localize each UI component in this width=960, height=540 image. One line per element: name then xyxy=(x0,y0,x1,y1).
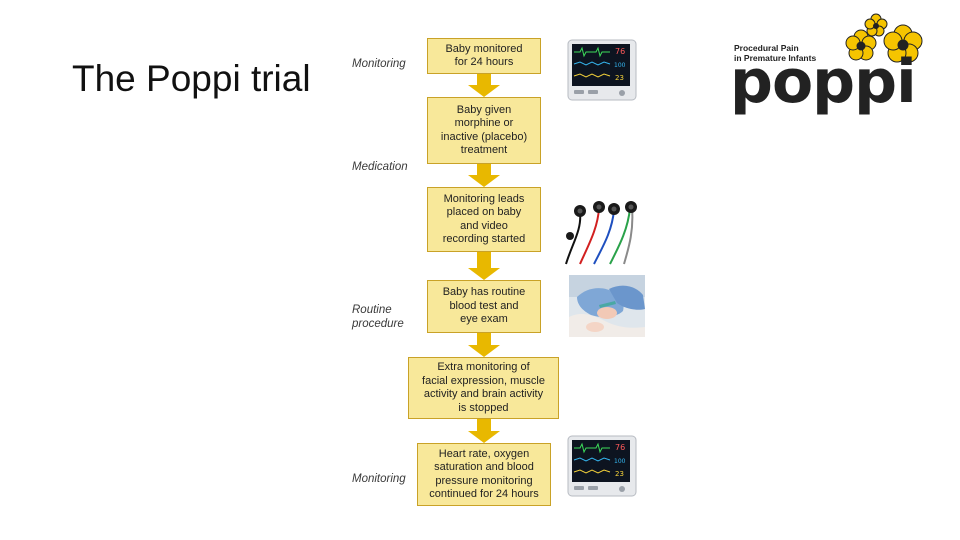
flow-arrow xyxy=(468,164,500,187)
flow-step-monitoring-continued: Heart rate, oxygen saturation and blood … xyxy=(417,443,551,506)
flow-step-text: Extra monitoring of xyxy=(437,361,530,373)
flow-step-leads-placed: Monitoring leads placed on baby and vide… xyxy=(427,187,541,252)
flow-step-text: blood test and xyxy=(449,299,519,312)
flow-step-baby-monitored: Baby monitored for 24 hours xyxy=(427,38,541,74)
flow-arrow xyxy=(468,419,500,443)
monitor-readout: 100 xyxy=(614,458,626,465)
stage-label-monitoring-end: Monitoring xyxy=(352,472,406,486)
monitor-readout: 100 xyxy=(614,62,626,69)
stage-label-routine-procedure: Routine procedure xyxy=(352,303,404,331)
flow-step-routine-procedure: Baby has routine blood test and eye exam xyxy=(427,280,541,333)
flow-step-text: saturation and blood xyxy=(434,461,534,473)
blood-test-photo xyxy=(569,275,645,337)
stage-label-text: Routine xyxy=(352,304,392,316)
monitor-readout: 76 xyxy=(615,443,625,452)
flow-arrow xyxy=(468,74,500,97)
flow-step-text: Heart rate, oxygen xyxy=(438,447,530,460)
flow-step-text: Monitoring leads xyxy=(443,192,525,205)
logo-tagline: Procedural Pain xyxy=(734,43,799,53)
flow-step-text: and video xyxy=(460,219,508,232)
flow-step-text: facial expression, muscle xyxy=(422,374,545,387)
flow-step-text: is stopped xyxy=(458,401,509,414)
patient-monitor-icon: 76 100 23 xyxy=(567,435,637,497)
flow-step-text: recording started xyxy=(442,233,526,245)
logo-tagline: in Premature Infants xyxy=(734,53,817,63)
stage-label-text: procedure xyxy=(352,318,404,330)
stage-label-text: Medication xyxy=(352,161,408,173)
flow-step-text: Baby given xyxy=(456,103,512,116)
flow-arrow xyxy=(468,252,500,280)
flow-step-text: Baby has routine xyxy=(442,286,526,299)
stage-label-text: Monitoring xyxy=(352,58,406,70)
flow-step-medication-given: Baby given morphine or inactive (placebo… xyxy=(427,97,541,164)
monitoring-leads-icon xyxy=(565,201,637,265)
monitor-readout: 76 xyxy=(615,47,625,56)
flow-step-text: placed on baby xyxy=(446,206,522,218)
flow-step-text: inactive (placebo) xyxy=(440,130,528,143)
flow-step-text: continued for 24 hours xyxy=(429,488,539,500)
flow-step-text: Baby monitored xyxy=(445,42,523,55)
monitor-readout: 23 xyxy=(615,470,624,478)
flow-step-text: activity and brain activity xyxy=(423,388,544,400)
flow-step-extra-monitoring-stopped: Extra monitoring of facial expression, m… xyxy=(408,357,559,419)
patient-monitor-icon: 76 100 23 xyxy=(567,39,637,101)
logo-wordmark: poppi xyxy=(730,47,917,117)
slide-title: The Poppi trial xyxy=(72,58,311,99)
flow-step-text: treatment xyxy=(460,144,508,156)
stage-label-text: Monitoring xyxy=(352,473,406,485)
poppi-flowers-icon xyxy=(845,13,923,63)
flow-step-text: for 24 hours xyxy=(454,56,514,68)
stage-label-medication: Medication xyxy=(352,160,408,174)
stage-label-monitoring-start: Monitoring xyxy=(352,57,406,71)
flow-step-text: eye exam xyxy=(460,313,508,326)
monitor-readout: 23 xyxy=(615,74,624,82)
flow-step-text: morphine or xyxy=(454,117,514,129)
flow-step-text: pressure monitoring xyxy=(435,474,533,487)
flow-arrow xyxy=(468,333,500,357)
